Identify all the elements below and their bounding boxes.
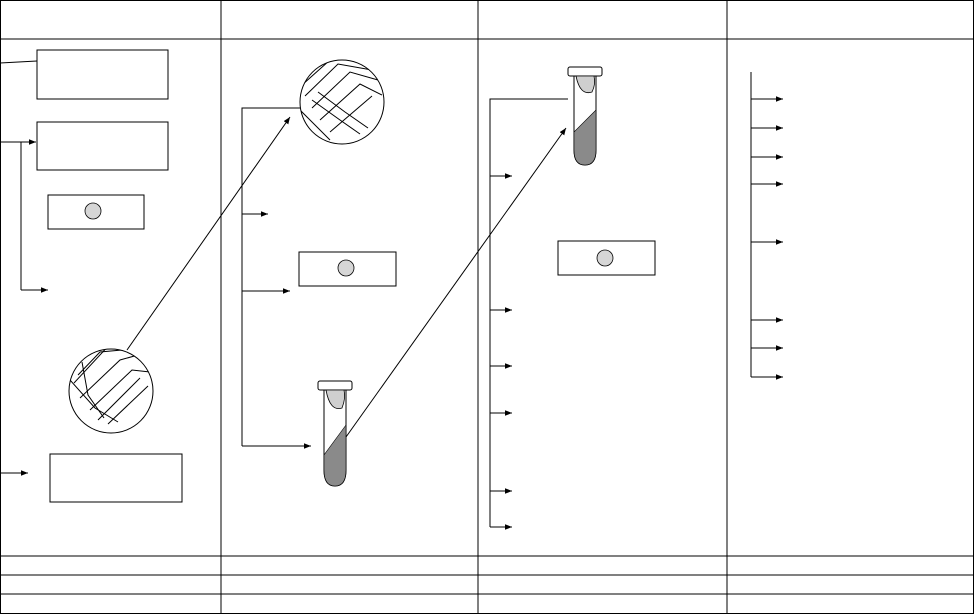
colony-1: [84, 202, 102, 220]
label-box-1: [36, 49, 169, 100]
colony-3: [596, 249, 614, 267]
column-3: [489, 66, 656, 530]
slant-tube-1: [317, 380, 353, 487]
label-box-3: [49, 453, 183, 503]
streak-plate-1: [68, 348, 154, 434]
colony-2: [337, 259, 355, 277]
slant-tube-2: [567, 66, 603, 166]
connector-plate-to-plate: [126, 116, 291, 351]
connector-tube-to-tube: [345, 127, 567, 438]
column-2: [241, 59, 397, 487]
label-box-2: [36, 121, 169, 171]
column-4: [750, 72, 783, 380]
streak-plate-2: [299, 59, 385, 145]
column-1: [0, 49, 183, 503]
